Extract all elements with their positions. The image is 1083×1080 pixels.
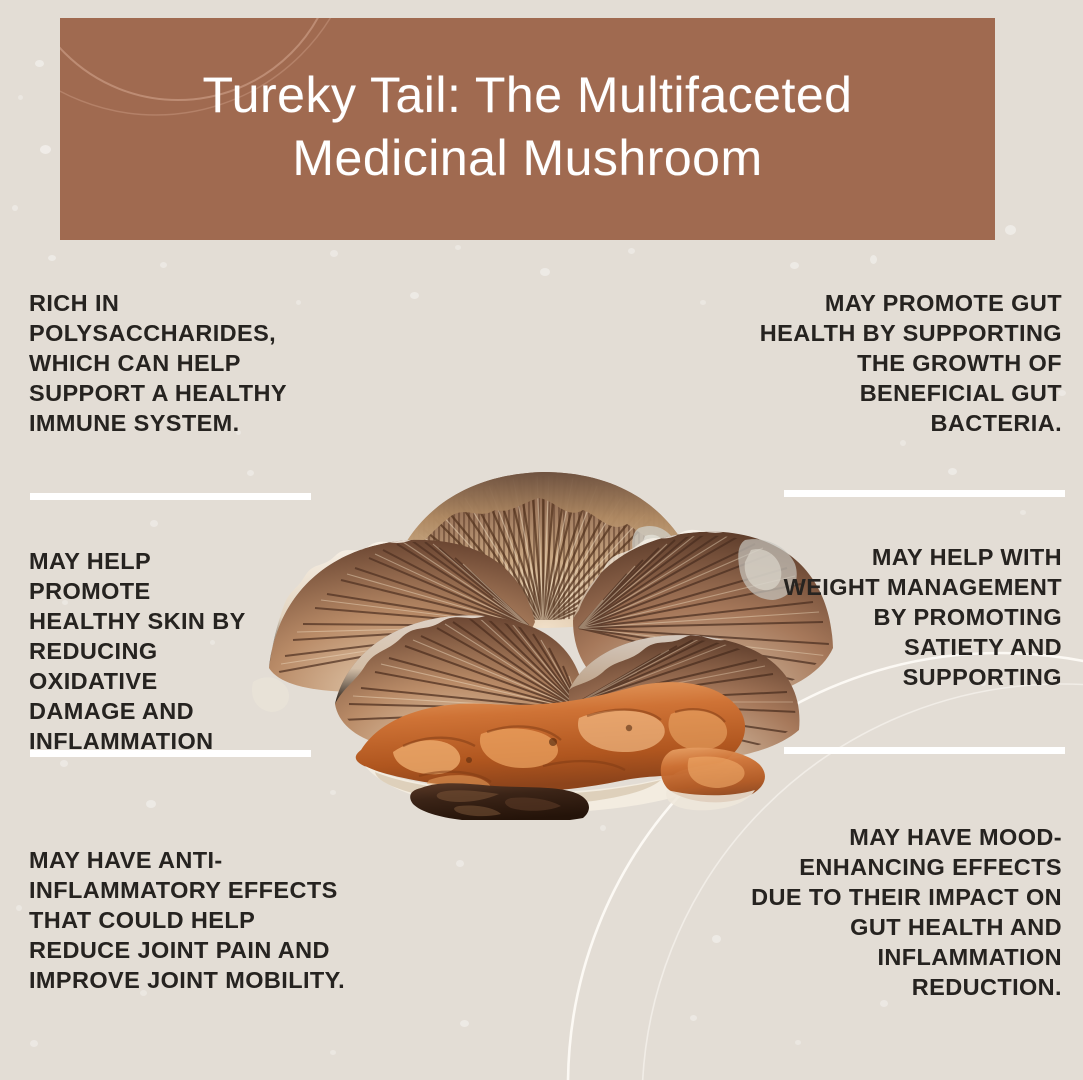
fact-anti-inflammatory-joint: MAY HAVE ANTI- INFLAMMATORY EFFECTS THAT… — [29, 847, 346, 994]
fact-mood-enhancing: MAY HAVE MOOD- ENHANCING EFFECTS DUE TO … — [751, 824, 1062, 1001]
divider-left-lower — [30, 750, 311, 757]
divider-right-upper — [784, 490, 1065, 497]
mushroom-orange-lobes — [355, 682, 746, 801]
header-decorative-arc — [60, 18, 332, 116]
fact-weight-management: MAY HELP WITH WEIGHT MANAGEMENT BY PROMO… — [783, 544, 1062, 691]
fact-immune-support: RICH IN POLYSACCHARIDES, WHICH CAN HELP … — [29, 290, 287, 437]
mushroom-base — [410, 783, 589, 820]
turkey-tail-mushroom-image — [243, 450, 843, 820]
fact-healthy-skin: MAY HELP PROMOTE HEALTHY SKIN BY REDUCIN… — [29, 548, 246, 755]
header-band: Tureky Tail: The Multifaceted Medicinal … — [60, 18, 995, 240]
mushroom-right-frill — [660, 747, 765, 811]
fact-gut-health: MAY PROMOTE GUT HEALTH BY SUPPORTING THE… — [759, 290, 1062, 437]
divider-left-upper — [30, 493, 311, 500]
page-title: Tureky Tail: The Multifaceted Medicinal … — [202, 67, 853, 186]
divider-right-lower — [784, 747, 1065, 754]
